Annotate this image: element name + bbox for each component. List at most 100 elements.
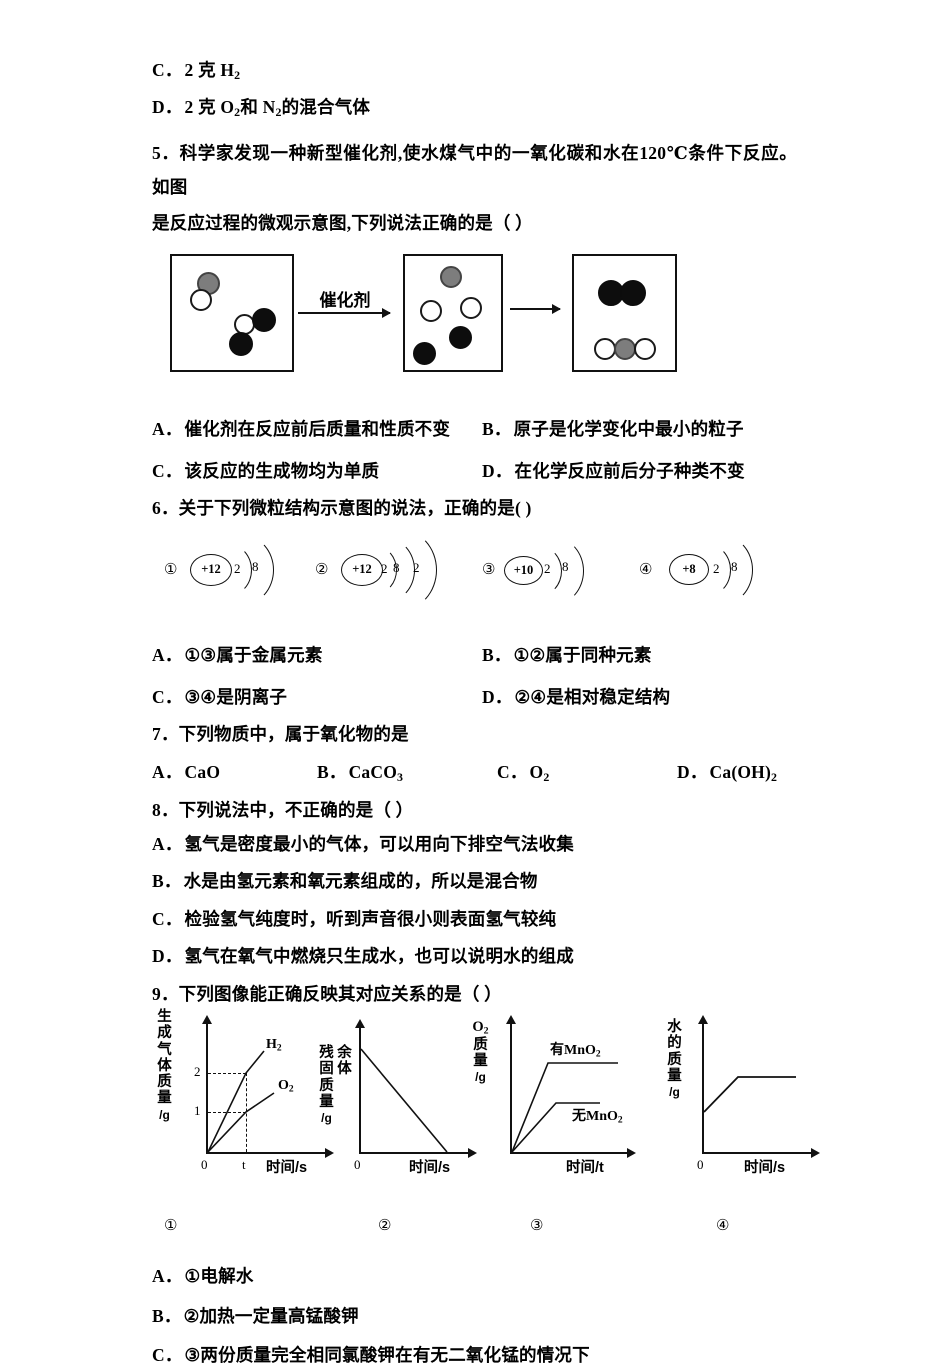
chart-1-series-label-o2: O2 [278, 1078, 294, 1094]
ylabel-char: 残 [319, 1045, 334, 1062]
page-content: C． 2 克 H 2 D．2 克 O2和 N2的混合气体 5．科学家发现一种新型催化… [152, 60, 820, 1365]
ylabel-char: /g [321, 1111, 332, 1126]
question-text-line1: 科学家发现一种新型催化剂,使水煤气中的一氧化碳和水在120℃条件下反应。如图 [152, 142, 797, 197]
q9-option-c: C．③两份质量完全相同氯酸钾在有无二氧化锰的情况下 [152, 1345, 812, 1365]
ylabel-char: 生 [157, 1009, 172, 1026]
option-label: C． [497, 762, 528, 783]
question-8-stem: 8．下列说法中，不正确的是（ ） [152, 801, 812, 820]
chart-2-series-line [360, 1048, 448, 1153]
option-label: D． [152, 96, 183, 117]
electron-shell [363, 528, 437, 611]
option-label: C． [152, 686, 183, 707]
q7-option-b: B．CaCO3 [317, 759, 497, 785]
question-number: 7． [152, 723, 179, 744]
shell-electron-count: 2 [713, 560, 720, 576]
black-atom [229, 332, 253, 357]
option-label: B． [152, 1305, 182, 1326]
q5-options-row-1: A．催化剂在反应前后质量和性质不变 B．原子是化学变化中最小的粒子 [152, 416, 812, 441]
ylabel-char: 水 [667, 1019, 682, 1036]
chart-4-x-axis [702, 1148, 820, 1159]
option-label: B． [482, 419, 512, 440]
q6-options-row-1: A．①③属于金属元素 B．①②属于同种元素 [152, 642, 812, 667]
option-text: ①电解水 [184, 1266, 254, 1287]
black-atom [620, 280, 646, 307]
shell-electron-count: 2 [544, 560, 551, 576]
chart-2-ylabel: 残 固 质 量 /g [318, 1045, 335, 1126]
q7-options-row: A．CaO B．CaCO3 C．O2 D．Ca(OH)2 [152, 759, 812, 785]
white-atom [594, 338, 616, 361]
ylabel-char: 余 [337, 1045, 352, 1062]
q7-option-d: D．Ca(OH)2 [677, 759, 777, 785]
chart-1-series-lines [207, 1050, 275, 1153]
chart-4-xtick-0: 0 [697, 1157, 704, 1173]
option-label: A． [152, 1266, 183, 1287]
ylabel-char: /g [669, 1085, 680, 1100]
ylabel-char: /g [475, 1070, 486, 1085]
series-subscript: 2 [595, 1049, 601, 1060]
chart-4: 水 的 质 量 /g 0 时间/s [656, 1009, 841, 1209]
option-text: 2 克 H [184, 60, 235, 80]
chart-2: 残 固 质 量 /g 余 体 0 时间/s [311, 1009, 486, 1209]
nucleus-charge: +10 [504, 555, 543, 585]
figure-label-2: ② [378, 1218, 392, 1235]
white-atom [420, 300, 442, 323]
q9-option-a: A．①电解水 [152, 1266, 812, 1287]
atom-diagram-4: ④ +8 2 8 [639, 532, 789, 622]
chart-1: 生 成 气 体 质 量 /g 2 1 0 t H2 [156, 1009, 341, 1209]
q6-option-b: B．①②属于同种元素 [482, 642, 652, 667]
option-text: ③两份质量完全相同氯酸钾在有无二氧化锰的情况下 [184, 1345, 590, 1365]
ylabel-char: 成 [157, 1025, 172, 1042]
chart-2-ylabel-col2: 余 体 [336, 1045, 353, 1077]
q8-option-a: A．氢气是密度最小的气体，可以用向下排空气法收集 [152, 833, 812, 854]
q6-atom-structure-diagrams: ① +12 2 8 ② +12 2 8 2 ③ +10 2 8 [152, 528, 812, 624]
ylabel-o2: O2 [472, 1019, 489, 1037]
question-6-stem: 6．关于下列微粒结构示意图的说法，正确的是( ) [152, 499, 812, 518]
electron-shell [212, 534, 274, 605]
ylabel-char: 量 [157, 1090, 172, 1107]
option-text: 氢气是密度最小的气体，可以用向下排空气法收集 [184, 833, 574, 854]
figure-label-1: ① [164, 1218, 178, 1235]
chart-2-xtick-0: 0 [354, 1157, 361, 1173]
shell-electron-count: 8 [562, 558, 569, 574]
atom-index: ① [164, 561, 178, 578]
question-5-stem-cont: 是反应过程的微观示意图,下列说法正确的是（ ） [152, 206, 797, 240]
chart-1-xtick-t: t [242, 1157, 246, 1173]
atom-diagram-2: ② +12 2 8 2 [315, 528, 465, 622]
atom-diagram-1: ① +12 2 8 [164, 532, 314, 622]
shell-electron-count: 2 [381, 560, 388, 576]
chart-1-xlabel: 时间/s [266, 1160, 308, 1177]
chart-4-series-line [703, 1076, 796, 1113]
chart-3-series-label-without-mno2: 无MnO2 [572, 1105, 623, 1125]
option-label: B． [317, 762, 347, 783]
chart-2-y-axis [355, 1019, 365, 1155]
white-atom [634, 338, 656, 361]
option-label: C． [152, 908, 183, 929]
chart-3-x-axis [510, 1148, 636, 1159]
product-arrow-group [510, 304, 562, 315]
series-name: 无MnO [572, 1109, 618, 1125]
option-text: 该反应的生成物均为单质 [184, 461, 380, 482]
question-7-stem: 7．下列物质中，属于氧化物的是 [152, 723, 812, 744]
black-atom [252, 308, 276, 333]
ylabel-char: 质 [667, 1051, 682, 1068]
gray-atom [614, 338, 636, 361]
chart-4-ylabel: 水 的 质 量 /g [666, 1019, 683, 1100]
option-text: 检验氢气纯度时，听到声音很小则表面氢气较纯 [184, 908, 557, 929]
option-label: A． [152, 419, 183, 440]
q6-option-a: A．①③属于金属元素 [152, 642, 482, 667]
series-subscript: 2 [617, 1115, 623, 1126]
option-text: ②加热一定量高锰酸钾 [183, 1305, 359, 1326]
chart-1-ytick-1: 1 [194, 1103, 201, 1119]
q4-option-d: D．2 克 O2和 N2的混合气体 [152, 96, 812, 119]
ylabel-char: 量 [667, 1067, 682, 1084]
electron-shell [691, 534, 753, 605]
ylabel-base: O [472, 1019, 484, 1036]
chart-1-gridline-2 [208, 1073, 246, 1075]
chart-3-series-label-with-mno2: 有MnO2 [550, 1039, 601, 1059]
chart-3-series-lines [511, 1062, 618, 1153]
black-atom [449, 326, 472, 350]
q5-option-d: D．在化学反应前后分子种类不变 [482, 458, 745, 483]
q9-figure-labels: ① ② ③ ④ [156, 1216, 856, 1240]
ylabel-subscript: 2 [483, 1025, 489, 1037]
question-5-stem: 5．科学家发现一种新型催化剂,使水煤气中的一氧化碳和水在120℃条件下反应。如图 [152, 136, 797, 204]
